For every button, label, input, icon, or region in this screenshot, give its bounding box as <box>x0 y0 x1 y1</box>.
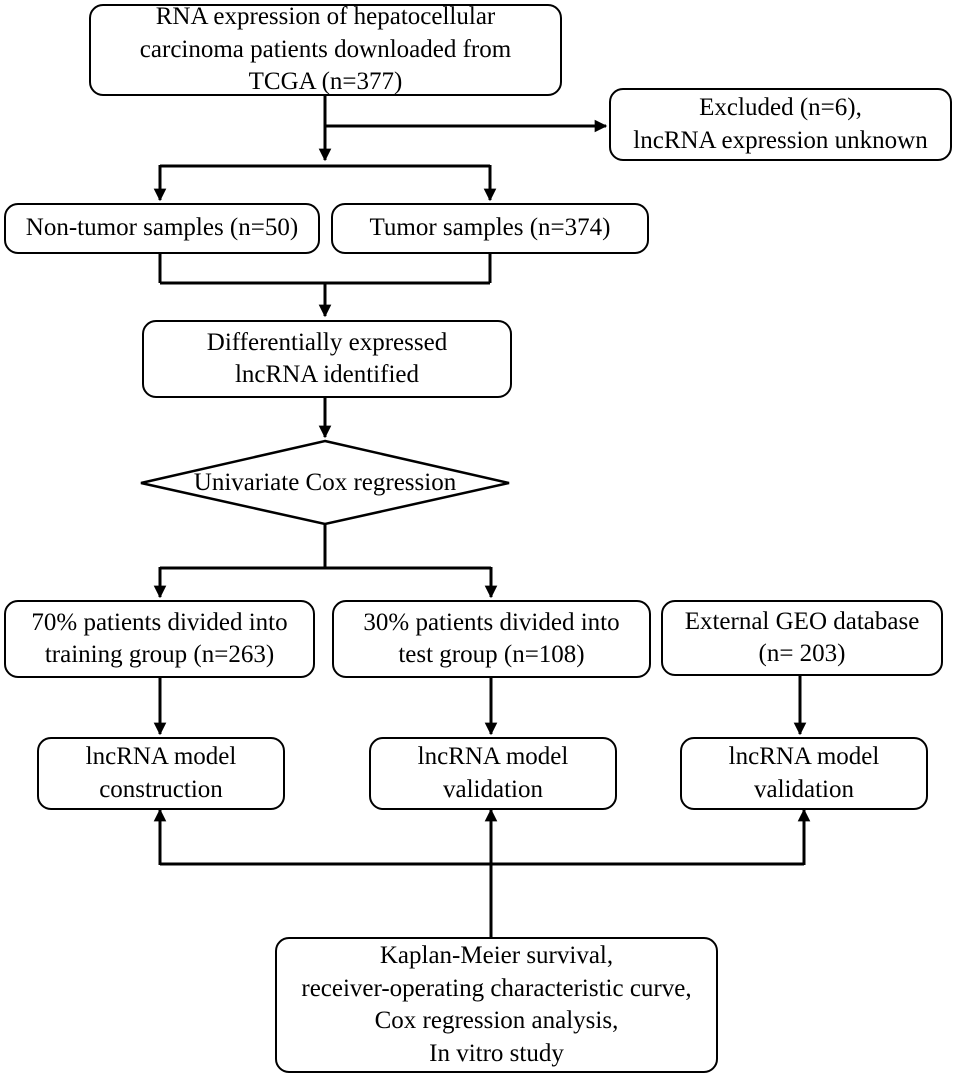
construction-box: lncRNA model construction <box>37 737 285 810</box>
test-box: 30% patients divided into test group (n=… <box>332 600 651 678</box>
source-text: RNA expression of hepatocellular carcino… <box>139 3 512 96</box>
analysis-text: Kaplan-Meier survival, receiver-operatin… <box>301 942 692 1067</box>
tumor-box: Tumor samples (n=374) <box>331 203 649 254</box>
training-text: 70% patients divided into training group… <box>31 608 288 669</box>
source-box: RNA expression of hepatocellular carcino… <box>89 3 562 96</box>
differential-box: Differentially expressed lncRNA identifi… <box>142 320 512 398</box>
test-text: 30% patients divided into test group (n=… <box>363 608 620 669</box>
validation-test-text: lncRNA model validation <box>417 743 569 803</box>
univariate-text: Univariate Cox regression <box>193 469 457 496</box>
validation-geo-box: lncRNA model validation <box>680 737 928 810</box>
external-text: External GEO database (n= 203) <box>684 607 920 668</box>
differential-text: Differentially expressed lncRNA identifi… <box>206 328 448 389</box>
non-tumor-text: Non-tumor samples (n=50) <box>25 214 299 242</box>
non-tumor-box: Non-tumor samples (n=50) <box>4 203 320 254</box>
validation-test-box: lncRNA model validation <box>369 737 617 810</box>
construction-text: lncRNA model construction <box>85 743 237 803</box>
validation-geo-text: lncRNA model validation <box>728 743 880 803</box>
training-box: 70% patients divided into training group… <box>4 600 315 678</box>
excluded-box: Excluded (n=6), lncRNA expression unknow… <box>609 88 952 161</box>
analysis-box: Kaplan-Meier survival, receiver-operatin… <box>275 937 718 1073</box>
excluded-text: Excluded (n=6), lncRNA expression unknow… <box>633 94 928 154</box>
external-box: External GEO database (n= 203) <box>661 600 943 676</box>
univariate-diamond-shape <box>140 439 510 526</box>
univariate-label: Univariate Cox regression <box>141 463 509 503</box>
tumor-text: Tumor samples (n=374) <box>369 214 611 242</box>
